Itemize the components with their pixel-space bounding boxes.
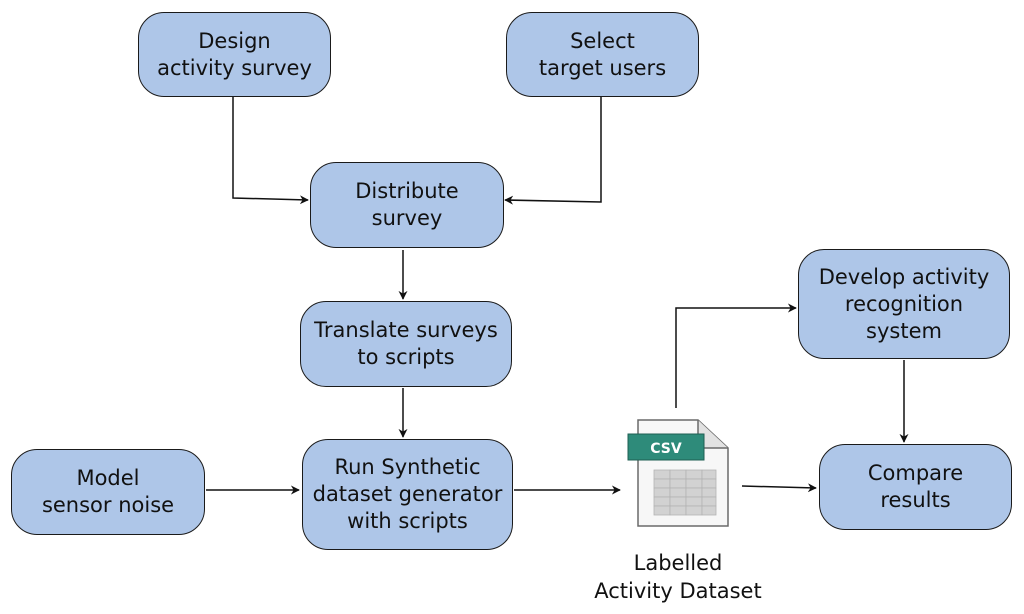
node-line: sensor noise: [41, 493, 175, 517]
translate-surveys-node: Translate surveys to scripts: [300, 301, 512, 387]
edge-select-to-distribute: [504, 97, 602, 205]
run-generator-node: Run Synthetic dataset generator with scrip…: [302, 439, 513, 550]
edge-design-to-distribute: [232, 97, 309, 205]
node-line: Compare: [867, 461, 964, 485]
node-line: Distribute: [355, 179, 459, 203]
node-line: Design: [198, 28, 271, 53]
node-line: survey: [371, 206, 443, 230]
node-line: Develop activity: [818, 264, 990, 289]
distribute-survey-node: Distribute survey: [310, 162, 504, 248]
node-line: Run Synthetic: [334, 455, 481, 479]
edge-dataset-to-compare: [741, 483, 817, 493]
node-line: Select: [570, 28, 635, 53]
node-line: recognition: [844, 291, 964, 316]
csv-icon-label: CSV: [650, 441, 682, 457]
node-line: Model: [76, 466, 140, 490]
node-line: target users: [538, 55, 667, 80]
node-line: with scripts: [347, 509, 468, 533]
compare-results-node: Compare results: [819, 444, 1012, 530]
caption-line: Activity Dataset: [594, 579, 762, 603]
model-noise-node: Model sensor noise: [11, 449, 205, 535]
dataset-caption: Labelled Activity Dataset: [568, 549, 788, 605]
csv-file-icon: CSV: [627, 419, 729, 527]
edge-dataset-to-develop: [675, 303, 797, 408]
node-line: results: [880, 488, 951, 512]
node-line: system: [866, 318, 942, 343]
caption-line: Labelled: [633, 551, 723, 575]
node-line: to scripts: [357, 345, 455, 369]
node-line: activity survey: [157, 55, 312, 80]
node-line: Translate surveys: [314, 318, 498, 342]
node-line: dataset generator: [312, 482, 503, 506]
